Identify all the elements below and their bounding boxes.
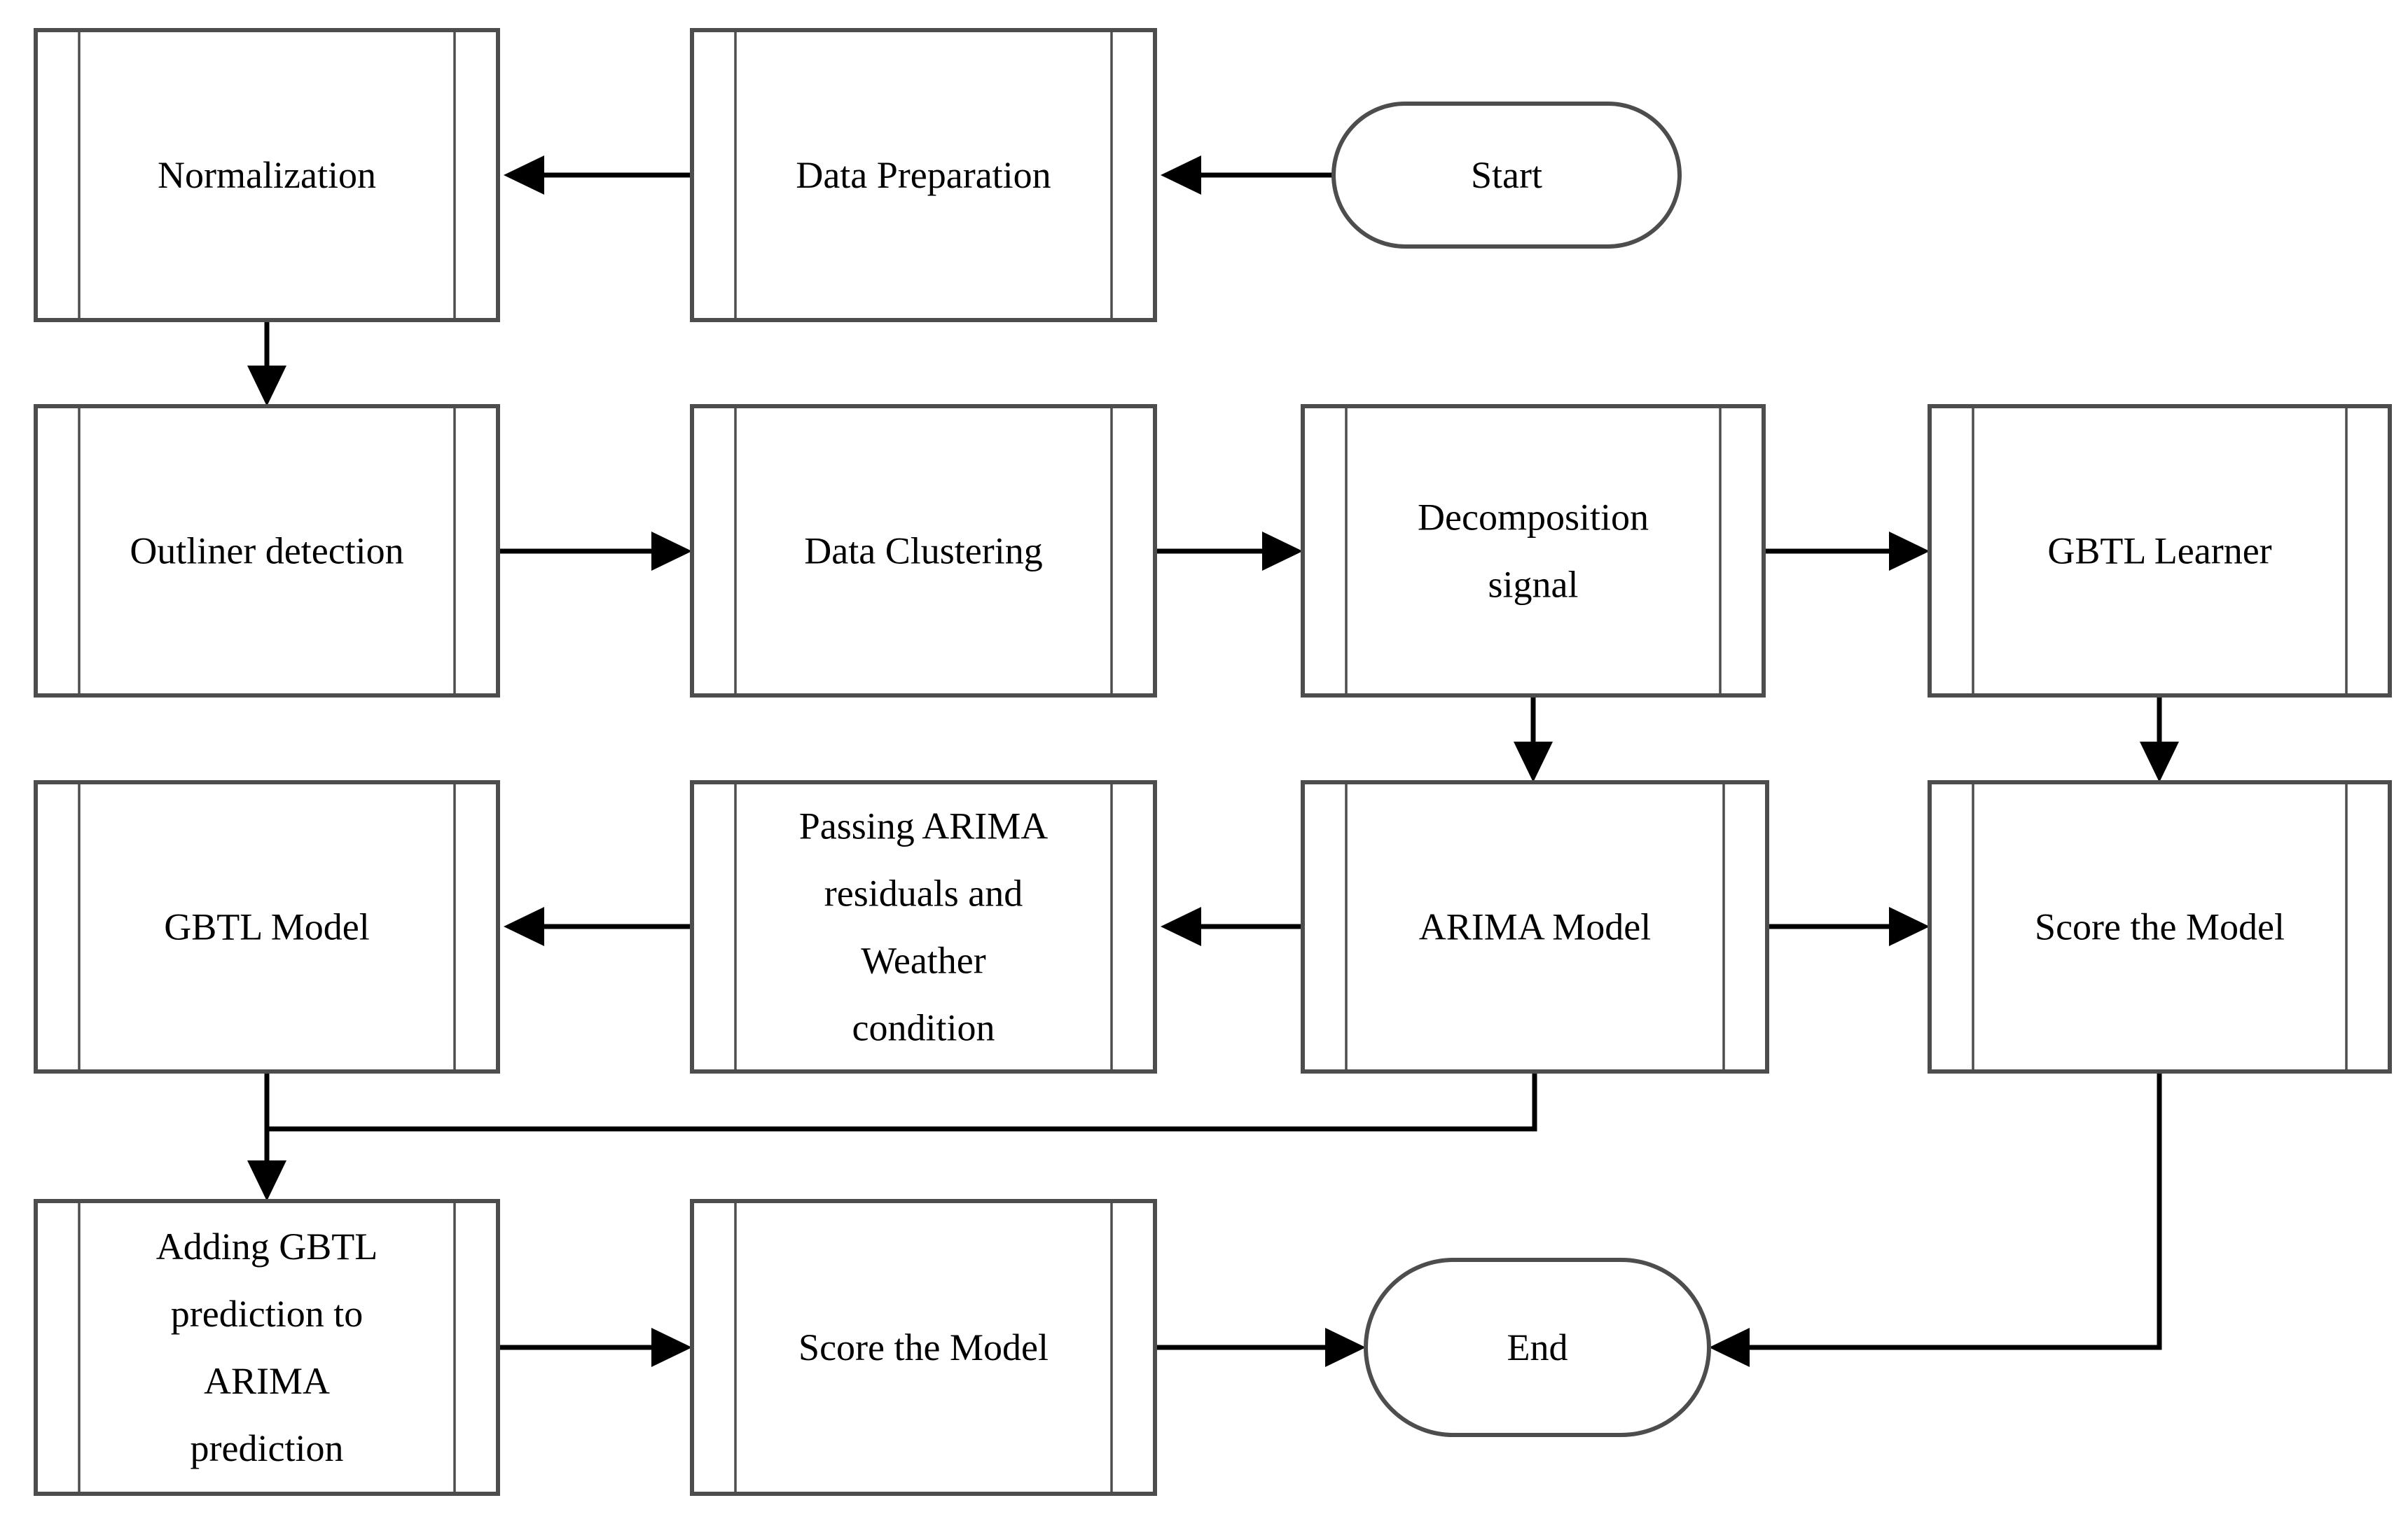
flowchart-node-end: End bbox=[1364, 1258, 1711, 1437]
node-label-score-the-model-2: Score the Model bbox=[798, 1326, 1049, 1368]
arrowhead-gbtl-learner-to-score-the-model-1 bbox=[2140, 742, 2179, 782]
process-shape bbox=[1301, 780, 1769, 1074]
flowchart-edge-arima-model-to-score-the-model-1 bbox=[1767, 907, 1930, 946]
arrowhead-score-the-model-2-to-end bbox=[1325, 1328, 1366, 1367]
process-shape bbox=[690, 404, 1157, 698]
flowchart-edge-score-the-model-1-to-end bbox=[1709, 1071, 2162, 1367]
flowchart-node-start: Start bbox=[1331, 102, 1682, 249]
flowchart-edge-data-preparation-to-normalization bbox=[504, 155, 692, 195]
flowchart-node-arima-model: ARIMA Model bbox=[1301, 780, 1769, 1074]
process-shape bbox=[1928, 780, 2392, 1074]
connector-line-arima-model-join-line bbox=[267, 1071, 1537, 1132]
node-label-arima-model: ARIMA Model bbox=[1419, 906, 1652, 948]
arrowhead-outliner-detection-to-data-clustering bbox=[651, 532, 692, 571]
arrowhead-arima-model-to-score-the-model-1 bbox=[1889, 907, 1930, 946]
flowchart-edge-normalization-to-outliner-detection bbox=[247, 320, 286, 406]
arrowhead-decomposition-to-gbtl-learner bbox=[1889, 532, 1930, 571]
terminator-shape bbox=[1364, 1258, 1711, 1437]
flowchart-node-gbtl-model: GBTL Model bbox=[34, 780, 500, 1074]
flowchart-edge-gbtl-learner-to-score-the-model-1 bbox=[2140, 695, 2179, 782]
arrowhead-data-preparation-to-normalization bbox=[504, 155, 544, 195]
arrowhead-decomposition-to-arima-model bbox=[1514, 742, 1553, 782]
flowchart-edge-gbtl-model-to-adding-gbtl bbox=[247, 1071, 286, 1201]
flowchart-node-data-preparation: Data Preparation bbox=[690, 28, 1157, 322]
node-label-start: Start bbox=[1471, 154, 1542, 196]
arrowhead-start-to-data-preparation bbox=[1161, 155, 1201, 195]
arrowhead-passing-arima-to-gbtl-model bbox=[504, 907, 544, 946]
flowchart-node-gbtl-learner: GBTL Learner bbox=[1928, 404, 2392, 698]
process-shape bbox=[690, 780, 1157, 1074]
node-label-data-preparation: Data Preparation bbox=[796, 154, 1051, 196]
connector-line-score-the-model-1-to-end bbox=[1747, 1071, 2162, 1350]
arrowhead-score-the-model-1-to-end bbox=[1709, 1328, 1750, 1367]
process-shape bbox=[34, 404, 500, 698]
flowchart-node-normalization: Normalization bbox=[34, 28, 500, 322]
process-shape bbox=[690, 1199, 1157, 1496]
node-label-outliner-detection: Outliner detection bbox=[130, 530, 403, 572]
flowchart-edge-score-the-model-2-to-end bbox=[1155, 1328, 1366, 1367]
arrowhead-gbtl-model-to-adding-gbtl bbox=[247, 1160, 286, 1201]
arrowhead-normalization-to-outliner-detection bbox=[247, 366, 286, 406]
process-shape bbox=[690, 28, 1157, 322]
flowchart-node-score-the-model-2: Score the Model bbox=[690, 1199, 1157, 1496]
node-label-normalization: Normalization bbox=[158, 154, 376, 196]
flowchart-edge-decomposition-to-gbtl-learner bbox=[1764, 532, 1930, 571]
process-shape bbox=[1928, 404, 2392, 698]
arrowhead-arima-model-to-passing-arima bbox=[1161, 907, 1201, 946]
node-label-data-clustering: Data Clustering bbox=[804, 530, 1042, 572]
flowchart-edge-passing-arima-to-gbtl-model bbox=[504, 907, 692, 946]
flowchart-edge-start-to-data-preparation bbox=[1161, 155, 1334, 195]
flowchart-edge-decomposition-to-arima-model bbox=[1514, 695, 1553, 782]
process-shape bbox=[34, 1199, 500, 1496]
flowchart-edge-data-clustering-to-decomposition bbox=[1155, 532, 1303, 571]
flowchart-edge-adding-gbtl-to-score-the-model-2 bbox=[498, 1328, 692, 1367]
arrowhead-data-clustering-to-decomposition bbox=[1262, 532, 1303, 571]
process-shape bbox=[1301, 404, 1766, 698]
terminator-shape bbox=[1331, 102, 1682, 249]
flowchart-node-score-the-model-1: Score the Model bbox=[1928, 780, 2392, 1074]
flowchart-edge-arima-model-to-passing-arima bbox=[1161, 907, 1303, 946]
flowchart-edge-arima-model-join-line bbox=[267, 1071, 1537, 1132]
flowchart-edge-outliner-detection-to-data-clustering bbox=[498, 532, 692, 571]
node-label-end: End bbox=[1507, 1326, 1568, 1368]
flowchart-node-outliner-detection: Outliner detection bbox=[34, 404, 500, 698]
process-shape bbox=[34, 780, 500, 1074]
process-shape bbox=[34, 28, 500, 322]
arrowhead-adding-gbtl-to-score-the-model-2 bbox=[651, 1328, 692, 1367]
node-label-score-the-model-1: Score the Model bbox=[2035, 906, 2285, 948]
node-label-gbtl-model: GBTL Model bbox=[164, 906, 369, 948]
flowchart-node-data-clustering: Data Clustering bbox=[690, 404, 1157, 698]
node-label-gbtl-learner: GBTL Learner bbox=[2047, 530, 2271, 572]
